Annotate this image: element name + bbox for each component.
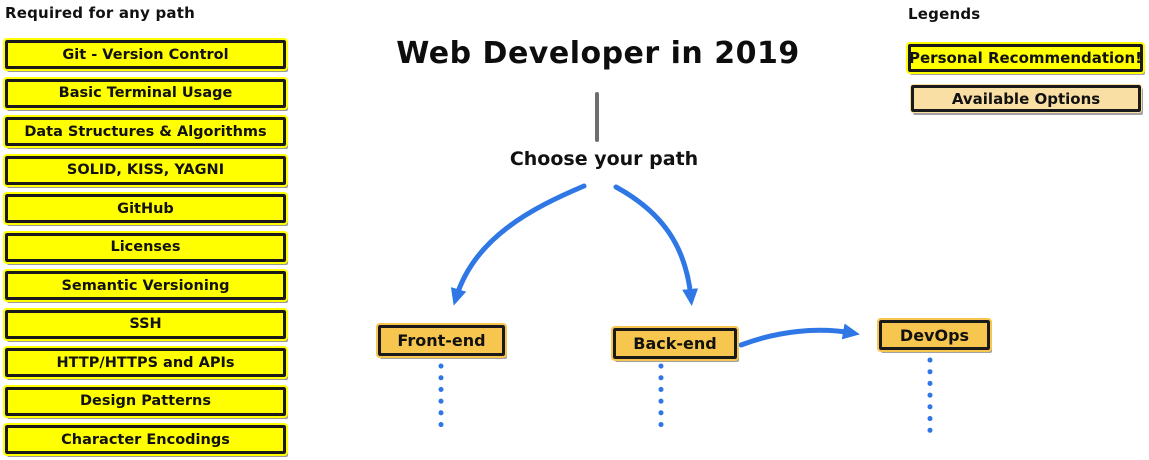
required-item-http-apis: HTTP/HTTPS and APIs: [3, 346, 288, 379]
required-item-semantic-versioning: Semantic Versioning: [3, 269, 288, 302]
required-item-git: Git - Version Control: [3, 38, 288, 71]
arrow-backend-to-devops: [738, 323, 860, 348]
page-title: Web Developer in 2019: [396, 36, 800, 71]
required-items-list: Git - Version Control Basic Terminal Usa…: [3, 38, 288, 456]
required-for-any-path-heading: Required for any path: [5, 4, 195, 22]
legends-heading: Legends: [908, 5, 981, 23]
required-item-licenses: Licenses: [3, 230, 288, 264]
legend-personal-recommendation: Personal Recommendation!: [906, 42, 1145, 74]
required-item-character-encodings: Character Encodings: [3, 423, 288, 456]
path-box-backend: Back-end: [611, 326, 739, 361]
choose-your-path-label: Choose your path: [509, 148, 699, 170]
branch-arrow-backend: [613, 184, 699, 306]
required-item-data-structures: Data Structures & Algorithms: [3, 115, 288, 148]
required-item-design-patterns: Design Patterns: [3, 384, 288, 418]
start-connector-line: [595, 92, 599, 142]
required-item-terminal: Basic Terminal Usage: [3, 76, 288, 110]
required-item-github: GitHub: [3, 192, 288, 225]
branch-arrow-frontend: [450, 183, 587, 306]
required-item-solid-kiss-yagni: SOLID, KISS, YAGNI: [3, 153, 288, 187]
legend-available-options: Available Options: [910, 84, 1142, 113]
required-item-ssh: SSH: [3, 307, 288, 341]
path-box-frontend: Front-end: [376, 323, 507, 358]
path-box-devops: DevOps: [877, 318, 992, 352]
